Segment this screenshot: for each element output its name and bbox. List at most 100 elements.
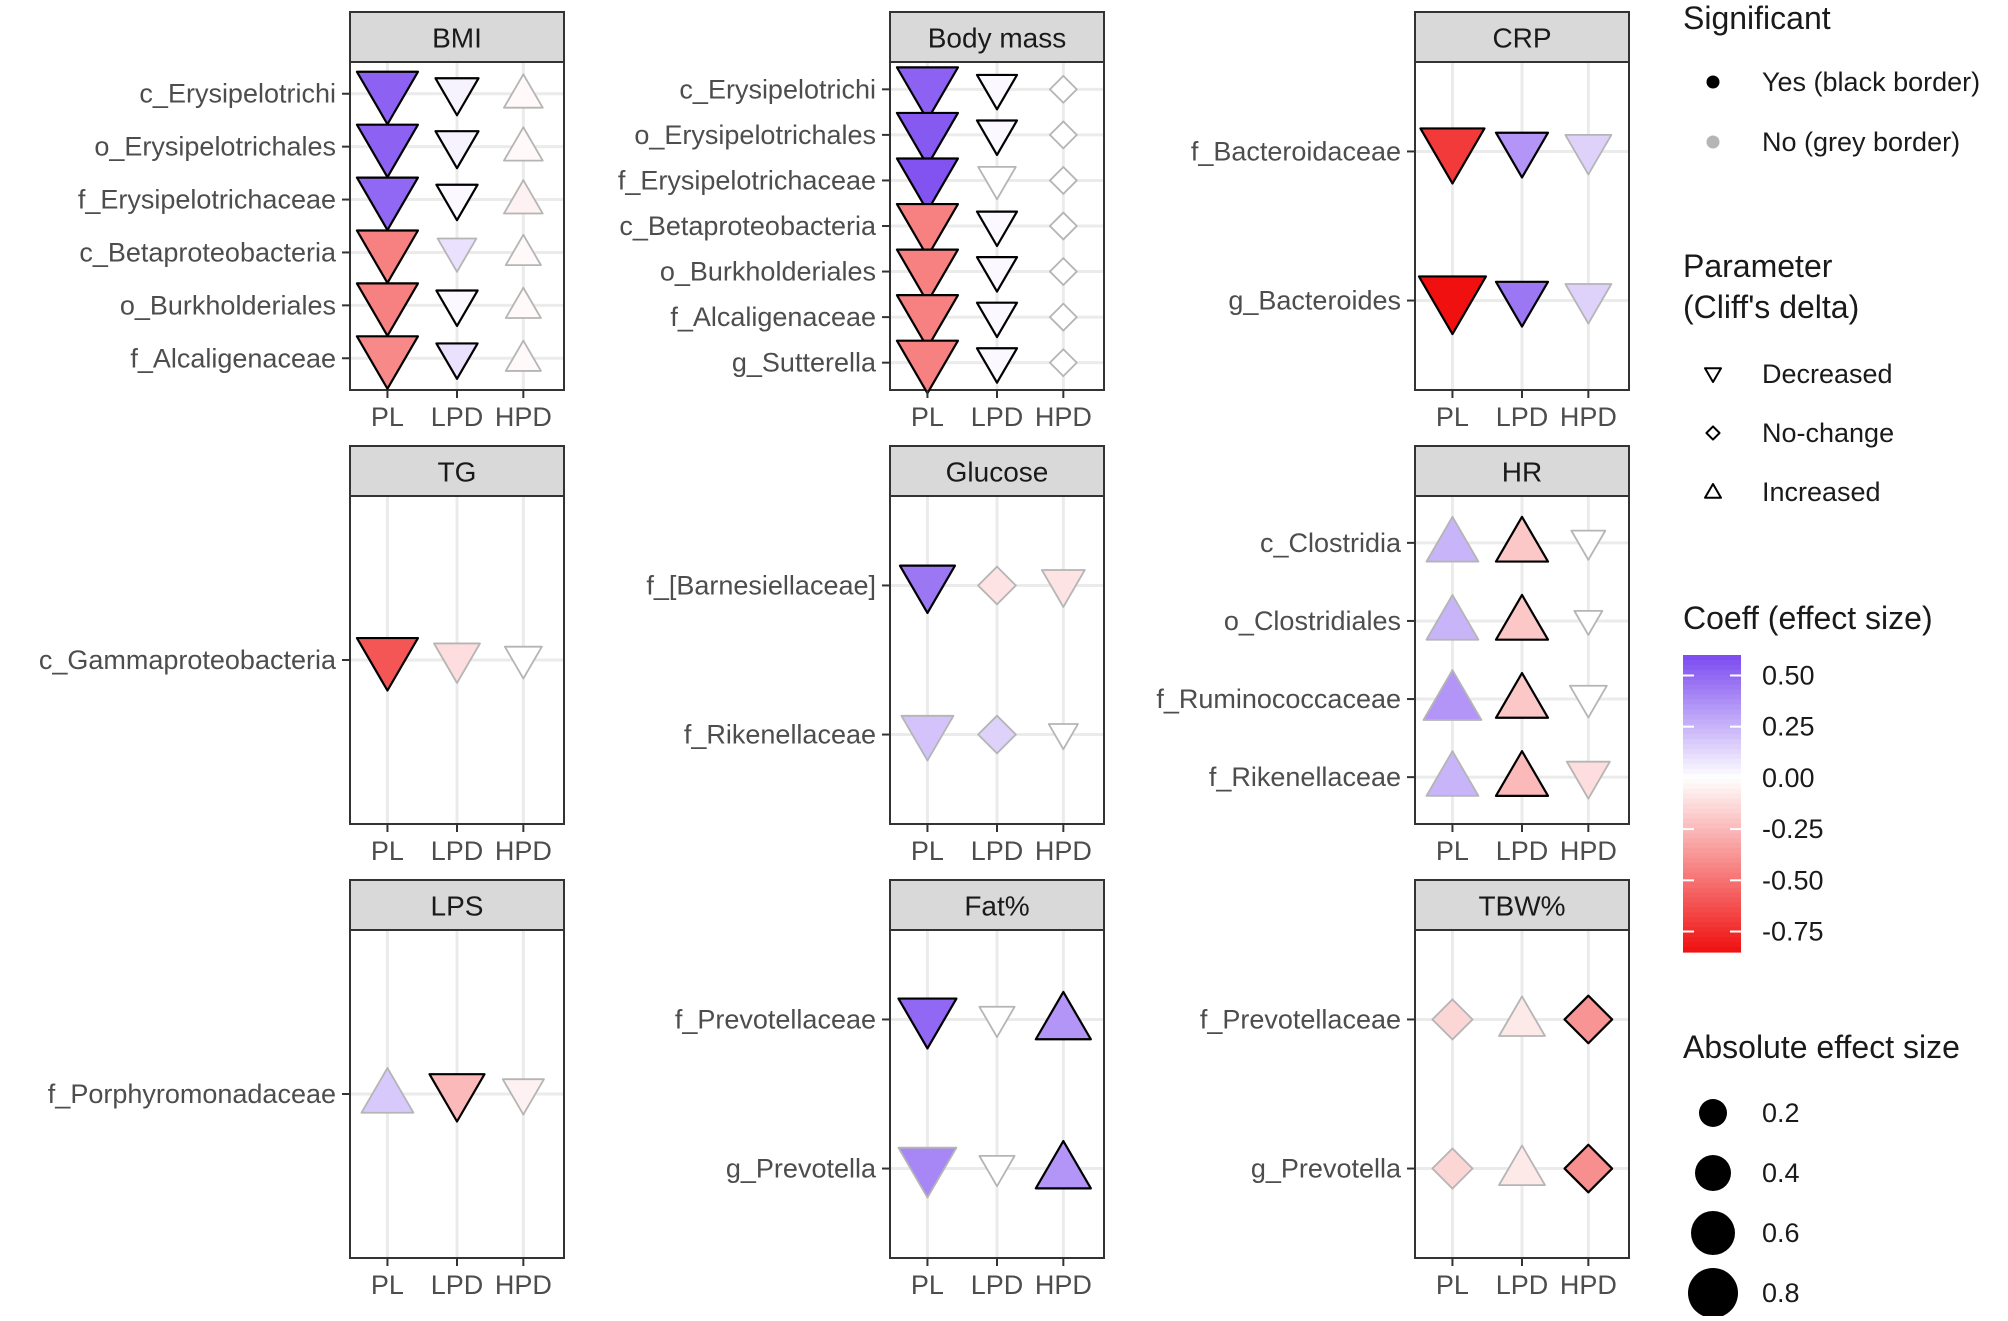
y-tick-label: f_Alcaligenaceae [670,302,876,332]
colorbar-segment [1683,754,1741,760]
colorbar-segment [1683,798,1741,805]
colorbar-segment [1683,744,1741,750]
colorbar-segment [1683,719,1741,725]
colorbar-segment [1683,813,1741,819]
facet-title: HR [1502,457,1542,488]
colorbar-segment [1683,818,1741,824]
legend-key [1704,367,1722,383]
data-point [1425,594,1480,641]
data-point [1047,723,1079,751]
data-point [1570,529,1607,561]
data-point [1564,133,1613,176]
x-tick-label: PL [1436,402,1469,432]
facet-title: Fat% [964,891,1029,922]
data-point [434,77,480,117]
colorbar-segment [1683,803,1741,810]
colorbar-segment [1683,917,1741,923]
x-tick-label: LPD [971,836,1024,866]
data-point [1417,275,1488,336]
data-point [895,202,960,258]
x-tick-label: PL [371,402,404,432]
data-point [978,1154,1016,1188]
y-tick-label: f_Rikenellaceae [1209,762,1401,792]
colorbar-segment [1683,892,1741,899]
data-point [1034,1139,1092,1190]
facet-strip [889,445,1105,497]
legend-size-key [1699,1099,1727,1127]
y-tick-label: c_Erysipelotrichi [679,74,876,104]
colorbar-segment [1683,937,1741,943]
data-point [1494,515,1550,563]
y-tick-label: o_Erysipelotrichales [94,132,336,162]
facet-strip [889,879,1105,931]
data-point [1494,593,1550,641]
data-point [1565,760,1611,800]
data-point [975,347,1019,384]
facet-title: TBW% [1478,891,1565,922]
legend-title: Coeff (effect size) [1683,600,1933,636]
legend-label: Decreased [1762,359,1893,389]
x-tick-label: PL [1436,836,1469,866]
colorbar-segment [1683,922,1741,928]
colorbar-segment [1683,699,1741,706]
legend-title: Parameter [1683,248,1833,284]
data-point [1048,348,1078,378]
y-tick-label: g_Prevotella [726,1154,877,1184]
legend-label: 0.2 [1762,1098,1800,1128]
colorbar-segment [1683,709,1741,715]
data-point [1425,750,1480,797]
x-tick-label: PL [371,836,404,866]
data-point [436,237,478,273]
data-point [1563,994,1614,1045]
colorbar-segment [1683,674,1741,681]
colorbar-segment [1683,659,1741,666]
data-point [895,339,960,395]
x-tick-label: HPD [1560,836,1617,866]
colorbar-segment [1683,664,1741,671]
data-point [1419,127,1486,185]
legend-label: Yes (black border) [1762,67,1980,97]
legend-key [1706,135,1720,149]
y-tick-label: g_Prevotella [1251,1154,1402,1184]
data-point [898,564,957,615]
x-tick-label: HPD [495,1270,552,1300]
colorbar-segment [1683,867,1741,874]
data-point [504,286,542,319]
x-tick-label: HPD [1560,402,1617,432]
data-point [355,123,420,179]
x-tick-label: PL [371,1270,404,1300]
data-point [355,335,420,390]
legend-label: 0.4 [1762,1158,1800,1188]
colorbar-segment [1683,669,1741,676]
data-point [503,126,544,162]
colorbar-segment [1683,927,1741,933]
data-point [1431,1147,1474,1190]
data-point [895,294,960,349]
y-tick-label: f_Alcaligenaceae [130,343,336,373]
facet-strip [349,445,565,497]
legend-label: No-change [1762,418,1894,448]
colorbar-segment [1683,887,1741,894]
colorbar-segment [1683,932,1741,938]
data-point [501,1078,545,1116]
colorbar-segment [1683,907,1741,913]
colorbar-segment [1683,862,1741,869]
data-point [435,289,479,328]
x-tick-label: LPD [1496,1270,1549,1300]
data-point [1048,74,1078,104]
data-point [977,714,1017,755]
facet-strip [349,11,565,63]
colorbar-segment [1683,833,1741,839]
colorbar-tick-label: -0.50 [1762,865,1824,895]
data-point [435,342,479,380]
x-tick-label: LPD [971,1270,1024,1300]
colorbar-segment [1683,857,1741,864]
x-tick-label: LPD [431,836,484,866]
colorbar-segment [1683,694,1741,701]
y-tick-label: o_Burkholderiales [660,257,876,287]
data-point [503,179,544,215]
y-tick-label: f_Ruminococcaceae [1156,684,1401,714]
data-point [1048,120,1078,150]
data-point [355,229,420,285]
